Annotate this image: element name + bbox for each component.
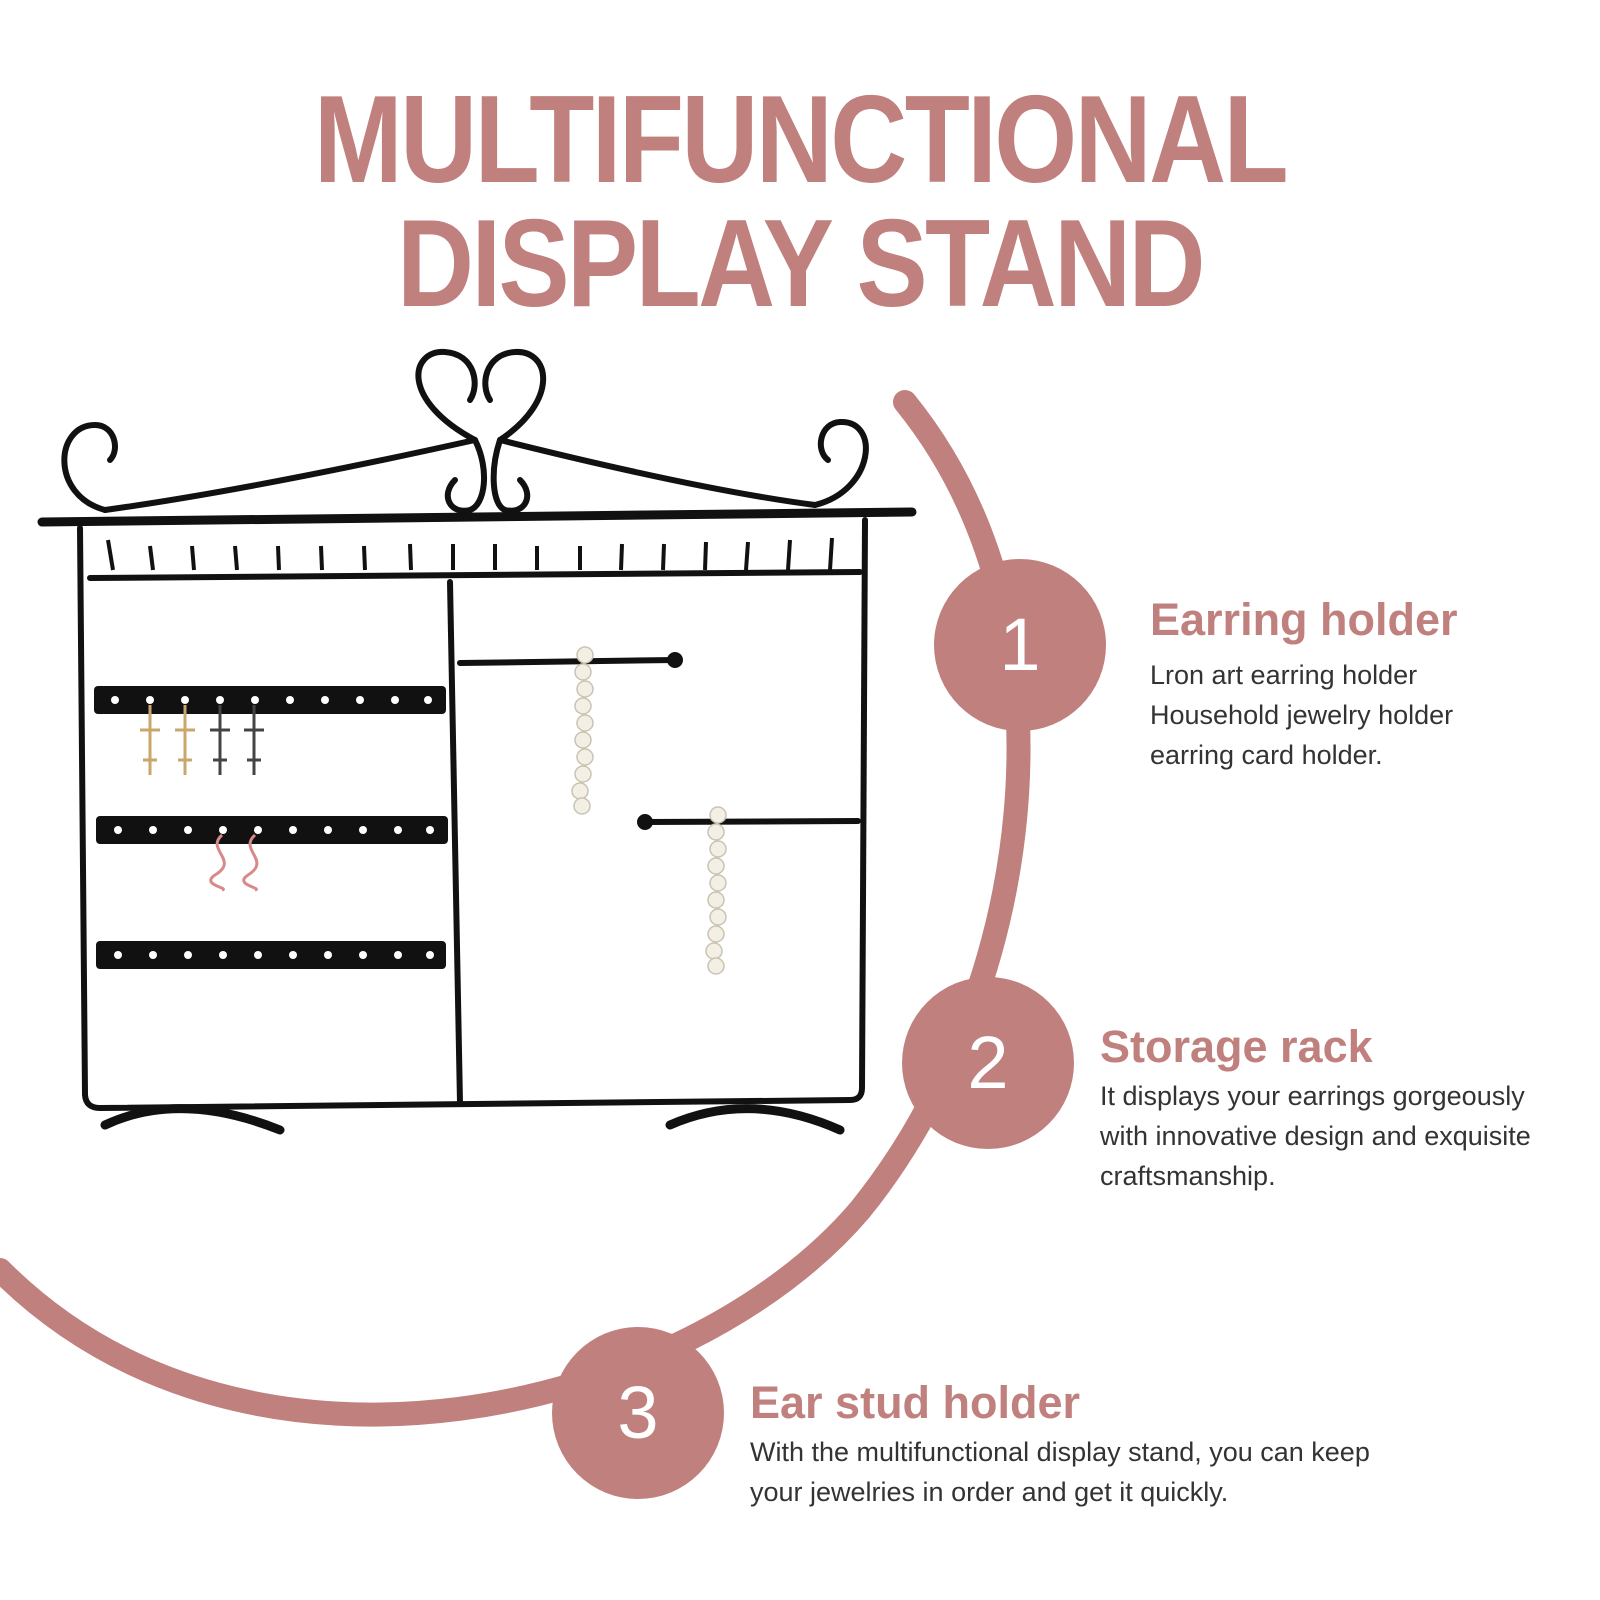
feature-line: earring card holder. (1150, 739, 1383, 770)
earring-strips (94, 686, 448, 969)
step-3-circle (552, 1327, 724, 1499)
feature-heading: Earring holder (1150, 594, 1458, 645)
jewelry-stand-image (37, 348, 917, 1135)
feature-line: It displays your earrings gorgeously (1100, 1080, 1525, 1111)
page-title: MULTIFUNCTIONAL DISPLAY STAND (313, 71, 1289, 333)
feature-line: With the multifunctional display stand, … (750, 1436, 1370, 1467)
feature-line: craftsmanship. (1100, 1160, 1276, 1191)
feature-line: your jewelries in order and get it quick… (750, 1476, 1229, 1507)
feature-storage-rack: Storage rack It displays your earrings g… (1100, 1022, 1531, 1196)
feature-line: Lron art earring holder (1150, 659, 1418, 690)
feature-line: Household jewelry holder (1150, 699, 1454, 730)
bead-earrings (209, 833, 259, 892)
step-1-number: 1 (999, 603, 1041, 686)
step-3-number: 3 (617, 1371, 659, 1454)
step-2-number: 2 (967, 1021, 1009, 1104)
step-1-circle (934, 559, 1106, 731)
feature-heading: Ear stud holder (750, 1377, 1081, 1428)
feature-line: with innovative design and exquisite (1100, 1120, 1531, 1151)
hook-row (106, 537, 834, 571)
pearl-strands (571, 646, 727, 975)
feature-heading: Storage rack (1100, 1021, 1373, 1072)
cross-earrings (140, 705, 264, 775)
strip-holes (111, 696, 434, 959)
feature-ear-stud-holder: Ear stud holder With the multifunctional… (750, 1378, 1370, 1512)
step-2-circle (902, 977, 1074, 1149)
feature-earring-holder: Earring holder Lron art earring holder H… (1150, 595, 1458, 775)
